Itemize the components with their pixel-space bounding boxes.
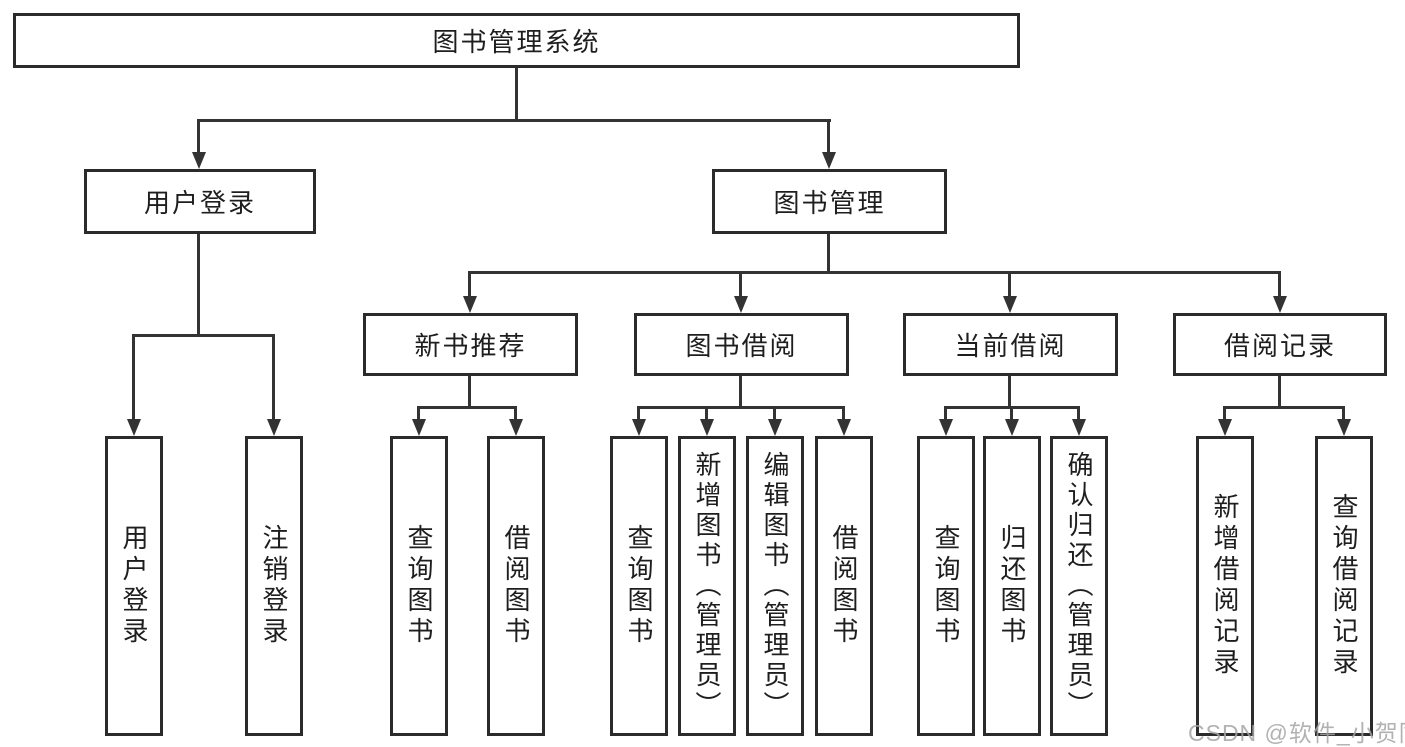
arrow-down-icon	[1072, 419, 1086, 436]
connector-drop-leaf	[637, 406, 640, 422]
arrow-down-icon	[1218, 419, 1232, 436]
connector-book-mgmt-stem	[827, 232, 830, 274]
node-current-borrow-label: 当前借阅	[954, 331, 1067, 361]
connector-drop-new-book-rec	[468, 271, 471, 299]
arrow-down-icon	[837, 419, 851, 436]
arrow-down-icon	[632, 419, 646, 436]
connector-borrow-records-hline	[1223, 406, 1345, 409]
node-book-mgmt-label: 图书管理	[773, 188, 886, 218]
connector-drop-leaf-logout	[272, 334, 275, 422]
arrow-down-icon	[1005, 419, 1019, 436]
leaf-bb-edit-label: 编辑图书（管理员）	[760, 451, 790, 721]
node-root: 图书管理系统	[13, 13, 1020, 68]
connector-root-stem	[515, 68, 518, 122]
node-book-borrow-label: 图书借阅	[685, 331, 798, 361]
arrow-down-icon	[463, 296, 477, 313]
arrow-down-icon	[267, 419, 281, 436]
connector-drop-leaf	[1077, 406, 1080, 422]
connector-book-borrow-hline	[637, 406, 845, 409]
arrow-down-icon	[412, 419, 426, 436]
node-root-label: 图书管理系统	[432, 27, 601, 57]
leaf-bb-query: 查询图书	[610, 436, 668, 736]
connector-drop-leaf	[944, 406, 947, 422]
arrow-down-icon	[509, 419, 523, 436]
leaf-br-add-label: 新增借阅记录	[1210, 493, 1240, 679]
leaf-cb-return: 归还图书	[983, 436, 1041, 736]
leaf-cb-return-label: 归还图书	[997, 524, 1027, 648]
connector-user-login-stem	[197, 232, 200, 336]
arrow-down-icon	[127, 419, 141, 436]
connector-level2-hline	[468, 271, 1281, 274]
connector-drop-leaf	[1223, 406, 1226, 422]
connector-new-book-rec-stem	[468, 374, 471, 408]
connector-drop-leaf	[1342, 406, 1345, 422]
leaf-logout-label: 注销登录	[259, 524, 289, 648]
connector-borrow-records-stem	[1278, 374, 1281, 408]
leaf-br-query: 查询借阅记录	[1315, 436, 1373, 736]
connector-drop-leaf	[514, 406, 517, 422]
leaf-br-add: 新增借阅记录	[1196, 436, 1254, 736]
node-new-book-rec-label: 新书推荐	[414, 331, 527, 361]
connector-current-borrow-stem	[1008, 374, 1011, 408]
connector-level1-hline	[198, 119, 831, 122]
leaf-cb-confirm: 确认归还（管理员）	[1050, 436, 1108, 736]
arrow-down-icon	[939, 419, 953, 436]
connector-book-borrow-stem	[739, 374, 742, 408]
leaf-bb-query-label: 查询图书	[624, 524, 654, 648]
node-user-login: 用户登录	[84, 169, 316, 234]
leaf-br-query-label: 查询借阅记录	[1329, 493, 1359, 679]
connector-drop-leaf	[705, 406, 708, 422]
connector-drop-leaf	[842, 406, 845, 422]
arrow-down-icon	[768, 419, 782, 436]
connector-drop-book-borrow	[739, 271, 742, 299]
leaf-nbr-query-label: 查询图书	[404, 524, 434, 648]
arrow-down-icon	[1003, 296, 1017, 313]
leaf-logout: 注销登录	[245, 436, 303, 736]
leaf-bb-add-label: 新增图书（管理员）	[692, 451, 722, 721]
node-current-borrow: 当前借阅	[903, 313, 1118, 376]
leaf-nbr-query: 查询图书	[390, 436, 448, 736]
leaf-nbr-borrow: 借阅图书	[487, 436, 545, 736]
leaf-bb-edit: 编辑图书（管理员）	[746, 436, 804, 736]
connector-drop-book-mgmt	[827, 119, 830, 159]
arrow-down-icon	[1337, 419, 1351, 436]
node-user-login-label: 用户登录	[143, 188, 256, 218]
leaf-user-login-label: 用户登录	[119, 524, 149, 648]
leaf-bb-borrow-label: 借阅图书	[829, 524, 859, 648]
csdn-watermark: CSDN @软件_小贺同学	[1188, 720, 1405, 746]
leaf-bb-add: 新增图书（管理员）	[678, 436, 736, 736]
arrow-down-icon	[822, 152, 836, 169]
node-borrow-records-label: 借阅记录	[1223, 331, 1336, 361]
leaf-nbr-borrow-label: 借阅图书	[501, 524, 531, 648]
connector-user-login-hline	[132, 334, 275, 337]
arrow-down-icon	[1273, 296, 1287, 313]
node-book-mgmt: 图书管理	[712, 169, 947, 234]
connector-drop-borrow-records	[1278, 271, 1281, 299]
leaf-cb-query-label: 查询图书	[931, 524, 961, 648]
connector-drop-leaf	[773, 406, 776, 422]
leaf-cb-confirm-label: 确认归还（管理员）	[1064, 451, 1094, 721]
leaf-user-login: 用户登录	[105, 436, 163, 736]
node-new-book-rec: 新书推荐	[363, 313, 578, 376]
connector-new-book-rec-hline	[417, 406, 517, 409]
leaf-bb-borrow: 借阅图书	[815, 436, 873, 736]
node-borrow-records: 借阅记录	[1173, 313, 1387, 376]
connector-drop-user-login	[197, 119, 200, 159]
arrow-down-icon	[734, 296, 748, 313]
arrow-down-icon	[700, 419, 714, 436]
arrow-down-icon	[192, 152, 206, 169]
leaf-cb-query: 查询图书	[917, 436, 975, 736]
connector-drop-leaf-user-login	[132, 334, 135, 422]
connector-drop-leaf	[417, 406, 420, 422]
connector-drop-current-borrow	[1008, 271, 1011, 299]
node-book-borrow: 图书借阅	[634, 313, 849, 376]
connector-drop-leaf	[1010, 406, 1013, 422]
